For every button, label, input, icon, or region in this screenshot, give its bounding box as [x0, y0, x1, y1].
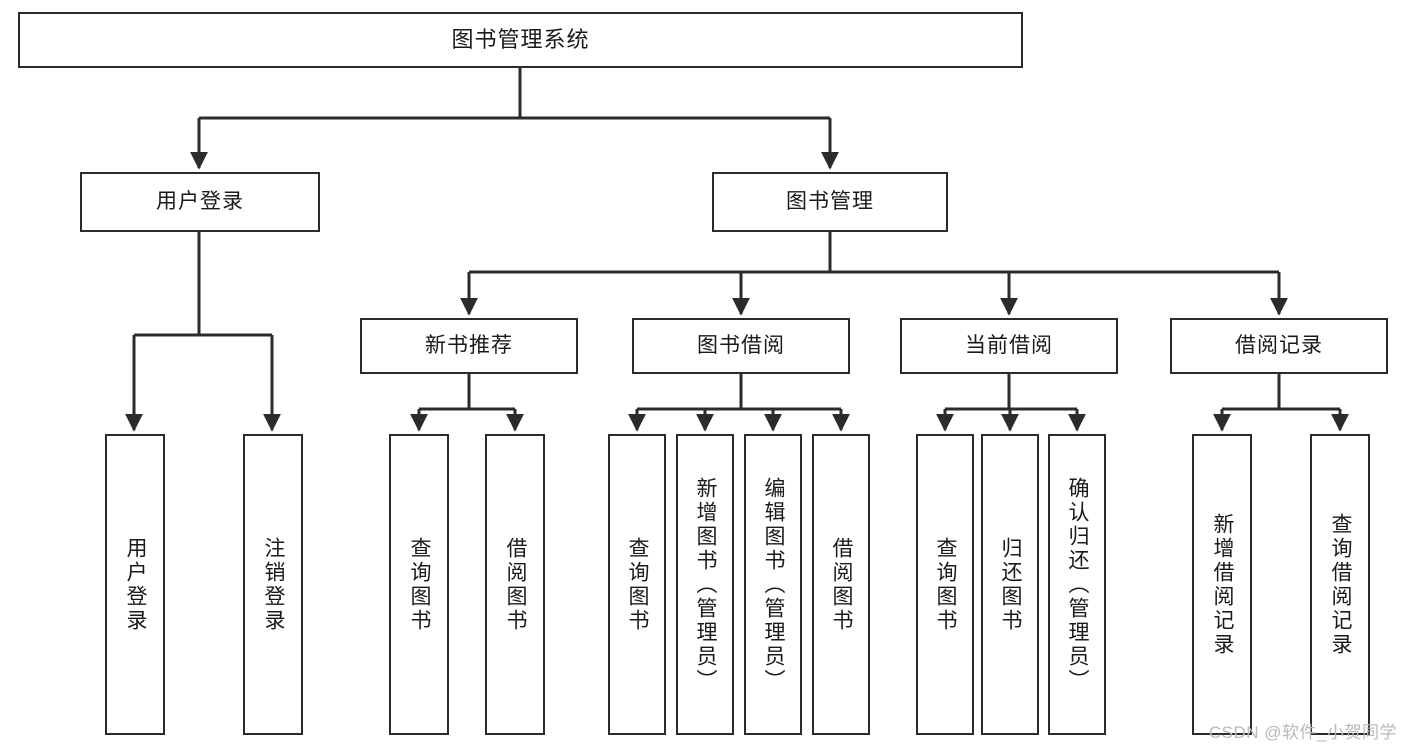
node-leaf-user-login-label: 用户登录 — [124, 536, 148, 633]
node-book-management-label: 图书管理 — [786, 190, 874, 214]
node-leaf-query-book-3[interactable]: 查询图书 — [916, 434, 974, 735]
node-borrow-record-label: 借阅记录 — [1235, 334, 1323, 358]
node-root-label: 图书管理系统 — [451, 26, 590, 52]
node-current-borrow-label: 当前借阅 — [965, 334, 1053, 358]
node-leaf-user-login[interactable]: 用户登录 — [105, 434, 165, 735]
node-leaf-logout[interactable]: 注销登录 — [243, 434, 303, 735]
node-leaf-confirm-return-label: 确认归还（管理员） — [1066, 476, 1090, 693]
node-leaf-query-book-1-label: 查询图书 — [408, 536, 432, 633]
node-leaf-query-book-1[interactable]: 查询图书 — [389, 434, 449, 735]
node-user-login[interactable]: 用户登录 — [80, 172, 320, 232]
node-user-login-label: 用户登录 — [156, 190, 244, 214]
node-leaf-add-book-label: 新增图书（管理员） — [694, 476, 718, 693]
node-book-management[interactable]: 图书管理 — [712, 172, 948, 232]
node-leaf-borrow-book-1-label: 借阅图书 — [504, 536, 528, 633]
node-leaf-add-book[interactable]: 新增图书（管理员） — [676, 434, 734, 735]
node-current-borrow[interactable]: 当前借阅 — [900, 318, 1118, 374]
node-leaf-borrow-book-1[interactable]: 借阅图书 — [485, 434, 545, 735]
node-new-book-recommend-label: 新书推荐 — [425, 334, 513, 358]
node-leaf-return-book-label: 归还图书 — [999, 536, 1023, 633]
watermark: CSDN @软件_小贺同学 — [1208, 723, 1397, 742]
node-book-borrow-label: 图书借阅 — [697, 334, 785, 358]
node-root[interactable]: 图书管理系统 — [18, 12, 1023, 68]
node-leaf-return-book[interactable]: 归还图书 — [981, 434, 1039, 735]
node-new-book-recommend[interactable]: 新书推荐 — [360, 318, 578, 374]
node-leaf-logout-label: 注销登录 — [262, 536, 286, 633]
node-leaf-query-record[interactable]: 查询借阅记录 — [1310, 434, 1370, 735]
node-leaf-edit-book[interactable]: 编辑图书（管理员） — [744, 434, 802, 735]
node-leaf-add-record-label: 新增借阅记录 — [1211, 512, 1235, 657]
node-book-borrow[interactable]: 图书借阅 — [632, 318, 850, 374]
node-leaf-borrow-book-2-label: 借阅图书 — [830, 536, 854, 633]
node-leaf-confirm-return[interactable]: 确认归还（管理员） — [1048, 434, 1106, 735]
node-leaf-borrow-book-2[interactable]: 借阅图书 — [812, 434, 870, 735]
node-leaf-query-record-label: 查询借阅记录 — [1329, 512, 1353, 657]
node-borrow-record[interactable]: 借阅记录 — [1170, 318, 1388, 374]
node-leaf-query-book-2-label: 查询图书 — [626, 536, 650, 633]
node-leaf-query-book-2[interactable]: 查询图书 — [608, 434, 666, 735]
node-leaf-add-record[interactable]: 新增借阅记录 — [1192, 434, 1252, 735]
node-leaf-query-book-3-label: 查询图书 — [934, 536, 958, 633]
node-leaf-edit-book-label: 编辑图书（管理员） — [762, 476, 786, 693]
